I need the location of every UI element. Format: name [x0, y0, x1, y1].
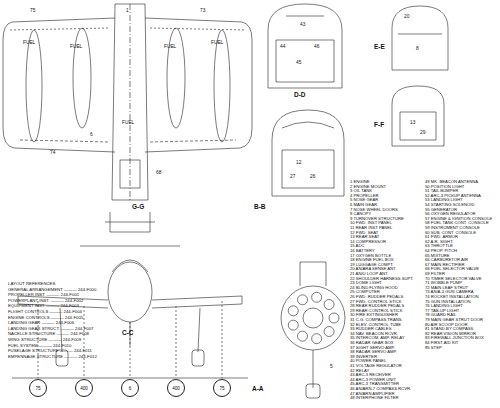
callout-number: 29 — [420, 130, 425, 135]
callout-number: 6 — [129, 386, 132, 391]
wheel — [192, 350, 204, 366]
cylinder — [298, 331, 308, 341]
fuel-label: FUEL — [164, 44, 176, 49]
propeller-hub — [303, 308, 323, 328]
section-g — [105, 212, 155, 232]
callout-balloon: 400 — [75, 379, 93, 397]
section-label: E-E — [374, 44, 385, 51]
engine-cowl — [281, 286, 345, 350]
section-label: G-G — [132, 204, 144, 211]
parts-list-entry: 48 INTERPHONE FILTER — [350, 396, 399, 400]
layout-reference: FUEL SYSTEM ——— 244-F010 — [8, 344, 71, 349]
callout-balloon: 75 — [29, 379, 47, 397]
left-wing — [3, 18, 115, 152]
section-label: C-C — [122, 330, 134, 337]
layout-reference: PROPELLER INST. ——— 244-F001 — [8, 293, 79, 298]
cylinder — [288, 306, 298, 316]
cylinder — [312, 334, 322, 344]
callout-number: 13 — [410, 120, 415, 125]
section-label: F-F — [374, 122, 384, 129]
callout-balloon: 400 — [167, 379, 185, 397]
nose-gear — [300, 262, 326, 388]
seat — [282, 150, 334, 188]
section-f — [392, 86, 444, 146]
centerline — [130, 4, 131, 200]
callout-number: 27 — [290, 174, 295, 179]
section-b — [272, 110, 344, 196]
callout-number: 1 — [126, 8, 129, 13]
cylinder — [329, 313, 339, 323]
cylinder — [312, 292, 322, 302]
layout-reference: LANDING GEAR ——— 244-F006 — [8, 321, 74, 326]
parts-list-entry: 85 STEP — [425, 346, 442, 350]
layout-reference: NACELLE STRUCTURE ——— 244-F008 — [8, 332, 89, 337]
canopy-front — [112, 260, 148, 272]
right-wing — [145, 18, 252, 152]
callout-balloon: 6 — [121, 379, 139, 397]
cylinder — [324, 300, 334, 310]
callout-number: 400 — [172, 386, 180, 391]
section-label: B-B — [254, 204, 266, 211]
fuel-label: FUEL — [23, 40, 35, 45]
pod — [214, 30, 230, 142]
cylinder — [324, 326, 334, 336]
callout-number: 75 — [30, 8, 35, 13]
layout-reference: FUSELAGE STRUCTURE ——— 244-F011 — [8, 349, 92, 354]
wheel — [306, 384, 320, 398]
section-label: A-A — [252, 386, 264, 393]
callout-number: 46 — [314, 44, 319, 49]
layout-reference: POWERPLANT INST. ——— 244-F002 — [8, 299, 83, 304]
callout-number: 45 — [296, 60, 301, 65]
table-heading: LAYOUT REFERENCES — [8, 282, 55, 287]
layout-reference: GENERAL ARRANGEMENT ——— 244-F000 — [8, 288, 96, 293]
equipment-rack — [276, 16, 334, 82]
nacelle — [73, 28, 91, 128]
callout-number: 68 — [156, 170, 161, 175]
layout-reference: WING STRUCTURE ——— 244-F009 — [8, 338, 81, 343]
cylinder — [288, 320, 298, 330]
callout-balloon: 75 — [213, 379, 231, 397]
gear-line — [80, 246, 180, 346]
callout-number: 6 — [90, 132, 93, 137]
callout-number: 73 — [200, 8, 205, 13]
callout-number: 400 — [80, 386, 88, 391]
callout-number: 44 — [280, 44, 285, 49]
nacelle — [167, 28, 185, 128]
layout-reference: ENGINE CONTROLS ——— 244-F005 — [8, 316, 83, 321]
callout-number: 8 — [416, 46, 419, 51]
callout-number: 43 — [300, 22, 305, 27]
callout-number: 12 — [296, 160, 301, 165]
callout-number: 20 — [404, 14, 409, 19]
callout-number: 74 — [50, 150, 55, 155]
callout-number: 26 — [310, 174, 315, 179]
section-label: D-D — [294, 92, 306, 99]
section-e — [392, 6, 448, 70]
callout-number: 5 — [330, 364, 333, 369]
cylinder — [298, 295, 308, 305]
pod — [26, 30, 42, 142]
section-d — [268, 4, 342, 88]
fuel-label: FUEL — [70, 44, 82, 49]
callout-number: 75 — [219, 386, 224, 391]
fuselage-top — [112, 4, 148, 200]
flap-line — [20, 140, 236, 142]
spar-line — [10, 28, 246, 30]
fuel-label: FUEL — [122, 120, 134, 125]
fuel-label: FUEL — [211, 40, 223, 45]
layout-reference: EQUIPMENT INST. ——— 244-F003 — [8, 304, 79, 309]
layout-reference: FLIGHT CONTROLS ——— 244-F004 — [8, 310, 82, 315]
callout-number: 75 — [35, 386, 40, 391]
layout-reference: EMPENNAGE STRUCTURE ——— 244-F012 — [8, 355, 97, 360]
fuselage-front — [108, 262, 152, 322]
layout-reference: LANDING GEAR STRUCT. ——— 244-F007 — [8, 327, 93, 332]
